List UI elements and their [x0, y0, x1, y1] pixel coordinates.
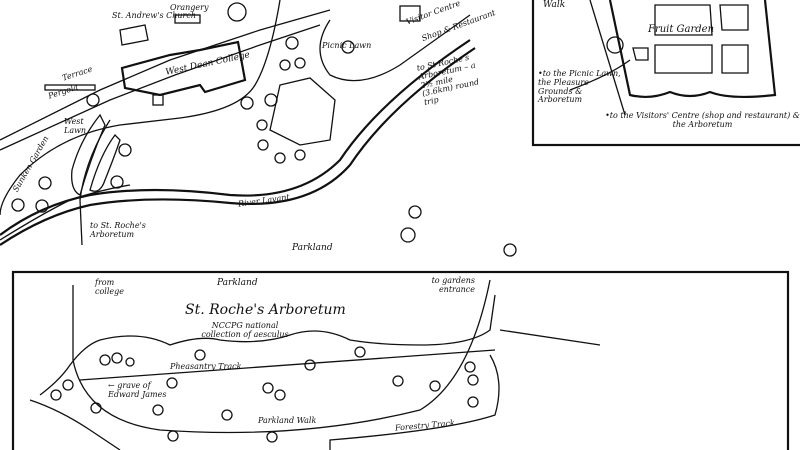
arboretum-label-from-college: from college — [95, 278, 125, 296]
arboretum-subtitle: NCCPG national collection of aesculus — [201, 321, 289, 339]
arboretum-title: St. Roche's Arboretum — [185, 302, 346, 318]
label-to-st-roches-arboretum: to St. Roche's Arboretum — [90, 221, 146, 239]
inset-path — [589, 0, 626, 116]
trees — [11, 2, 517, 257]
inset-label-walk: Walk — [542, 0, 567, 11]
road — [0, 9, 331, 141]
visitor-centre-building — [399, 5, 421, 22]
arboretum-label-parkland: Parkland — [217, 278, 258, 288]
fruit-garden-beds — [632, 4, 749, 74]
label-picnic-lawn: Picnic Lawn — [322, 41, 372, 50]
river-lavant-bank — [0, 47, 476, 246]
label-parkland-walk: Parkland Walk — [258, 416, 317, 425]
label-pheasantry-track: Pheasantry Track — [170, 362, 242, 371]
river-lavant — [0, 39, 471, 236]
drive — [0, 0, 281, 216]
walled-garden — [269, 77, 336, 146]
label-st-andrews-church: St. Andrew's Church — [112, 11, 196, 20]
shrubbery — [89, 134, 121, 192]
west-dean-college-building — [120, 40, 247, 97]
pergola — [44, 84, 96, 91]
track — [319, 14, 471, 82]
arboretum-trees — [50, 346, 479, 443]
label-west-lawn: West Lawn — [64, 117, 87, 135]
label-orangery: Orangery — [170, 3, 209, 12]
label-parkland: Parkland — [292, 243, 333, 253]
woodland-edge — [29, 294, 601, 450]
arboretum-frame — [11, 270, 790, 450]
forestry-track — [329, 354, 500, 450]
road — [0, 24, 321, 151]
parkland-walk — [72, 279, 491, 434]
orangery-building — [174, 14, 201, 24]
inset-label-to-picnic-lawn: •to the Picnic Lawn, the Pleasure Ground… — [538, 69, 621, 105]
label-grave-edward-james: ← grave of Edward James — [108, 381, 167, 399]
roundel — [606, 36, 624, 54]
path-to-arboretum — [79, 119, 111, 246]
arboretum-label-to-gardens-entrance: to gardens entrance — [431, 276, 475, 294]
building — [152, 94, 164, 106]
church — [119, 24, 149, 46]
fruit-garden-wall — [608, 0, 777, 99]
pheasantry-track — [79, 349, 496, 381]
inset-frame — [531, 0, 800, 147]
inset-arrow — [569, 59, 631, 91]
inset-label-fruit-garden: Fruit Garden — [648, 24, 715, 35]
shrubbery — [71, 113, 106, 196]
inset-label-to-visitors-centre: •to the Visitors' Centre (shop and resta… — [605, 111, 800, 129]
